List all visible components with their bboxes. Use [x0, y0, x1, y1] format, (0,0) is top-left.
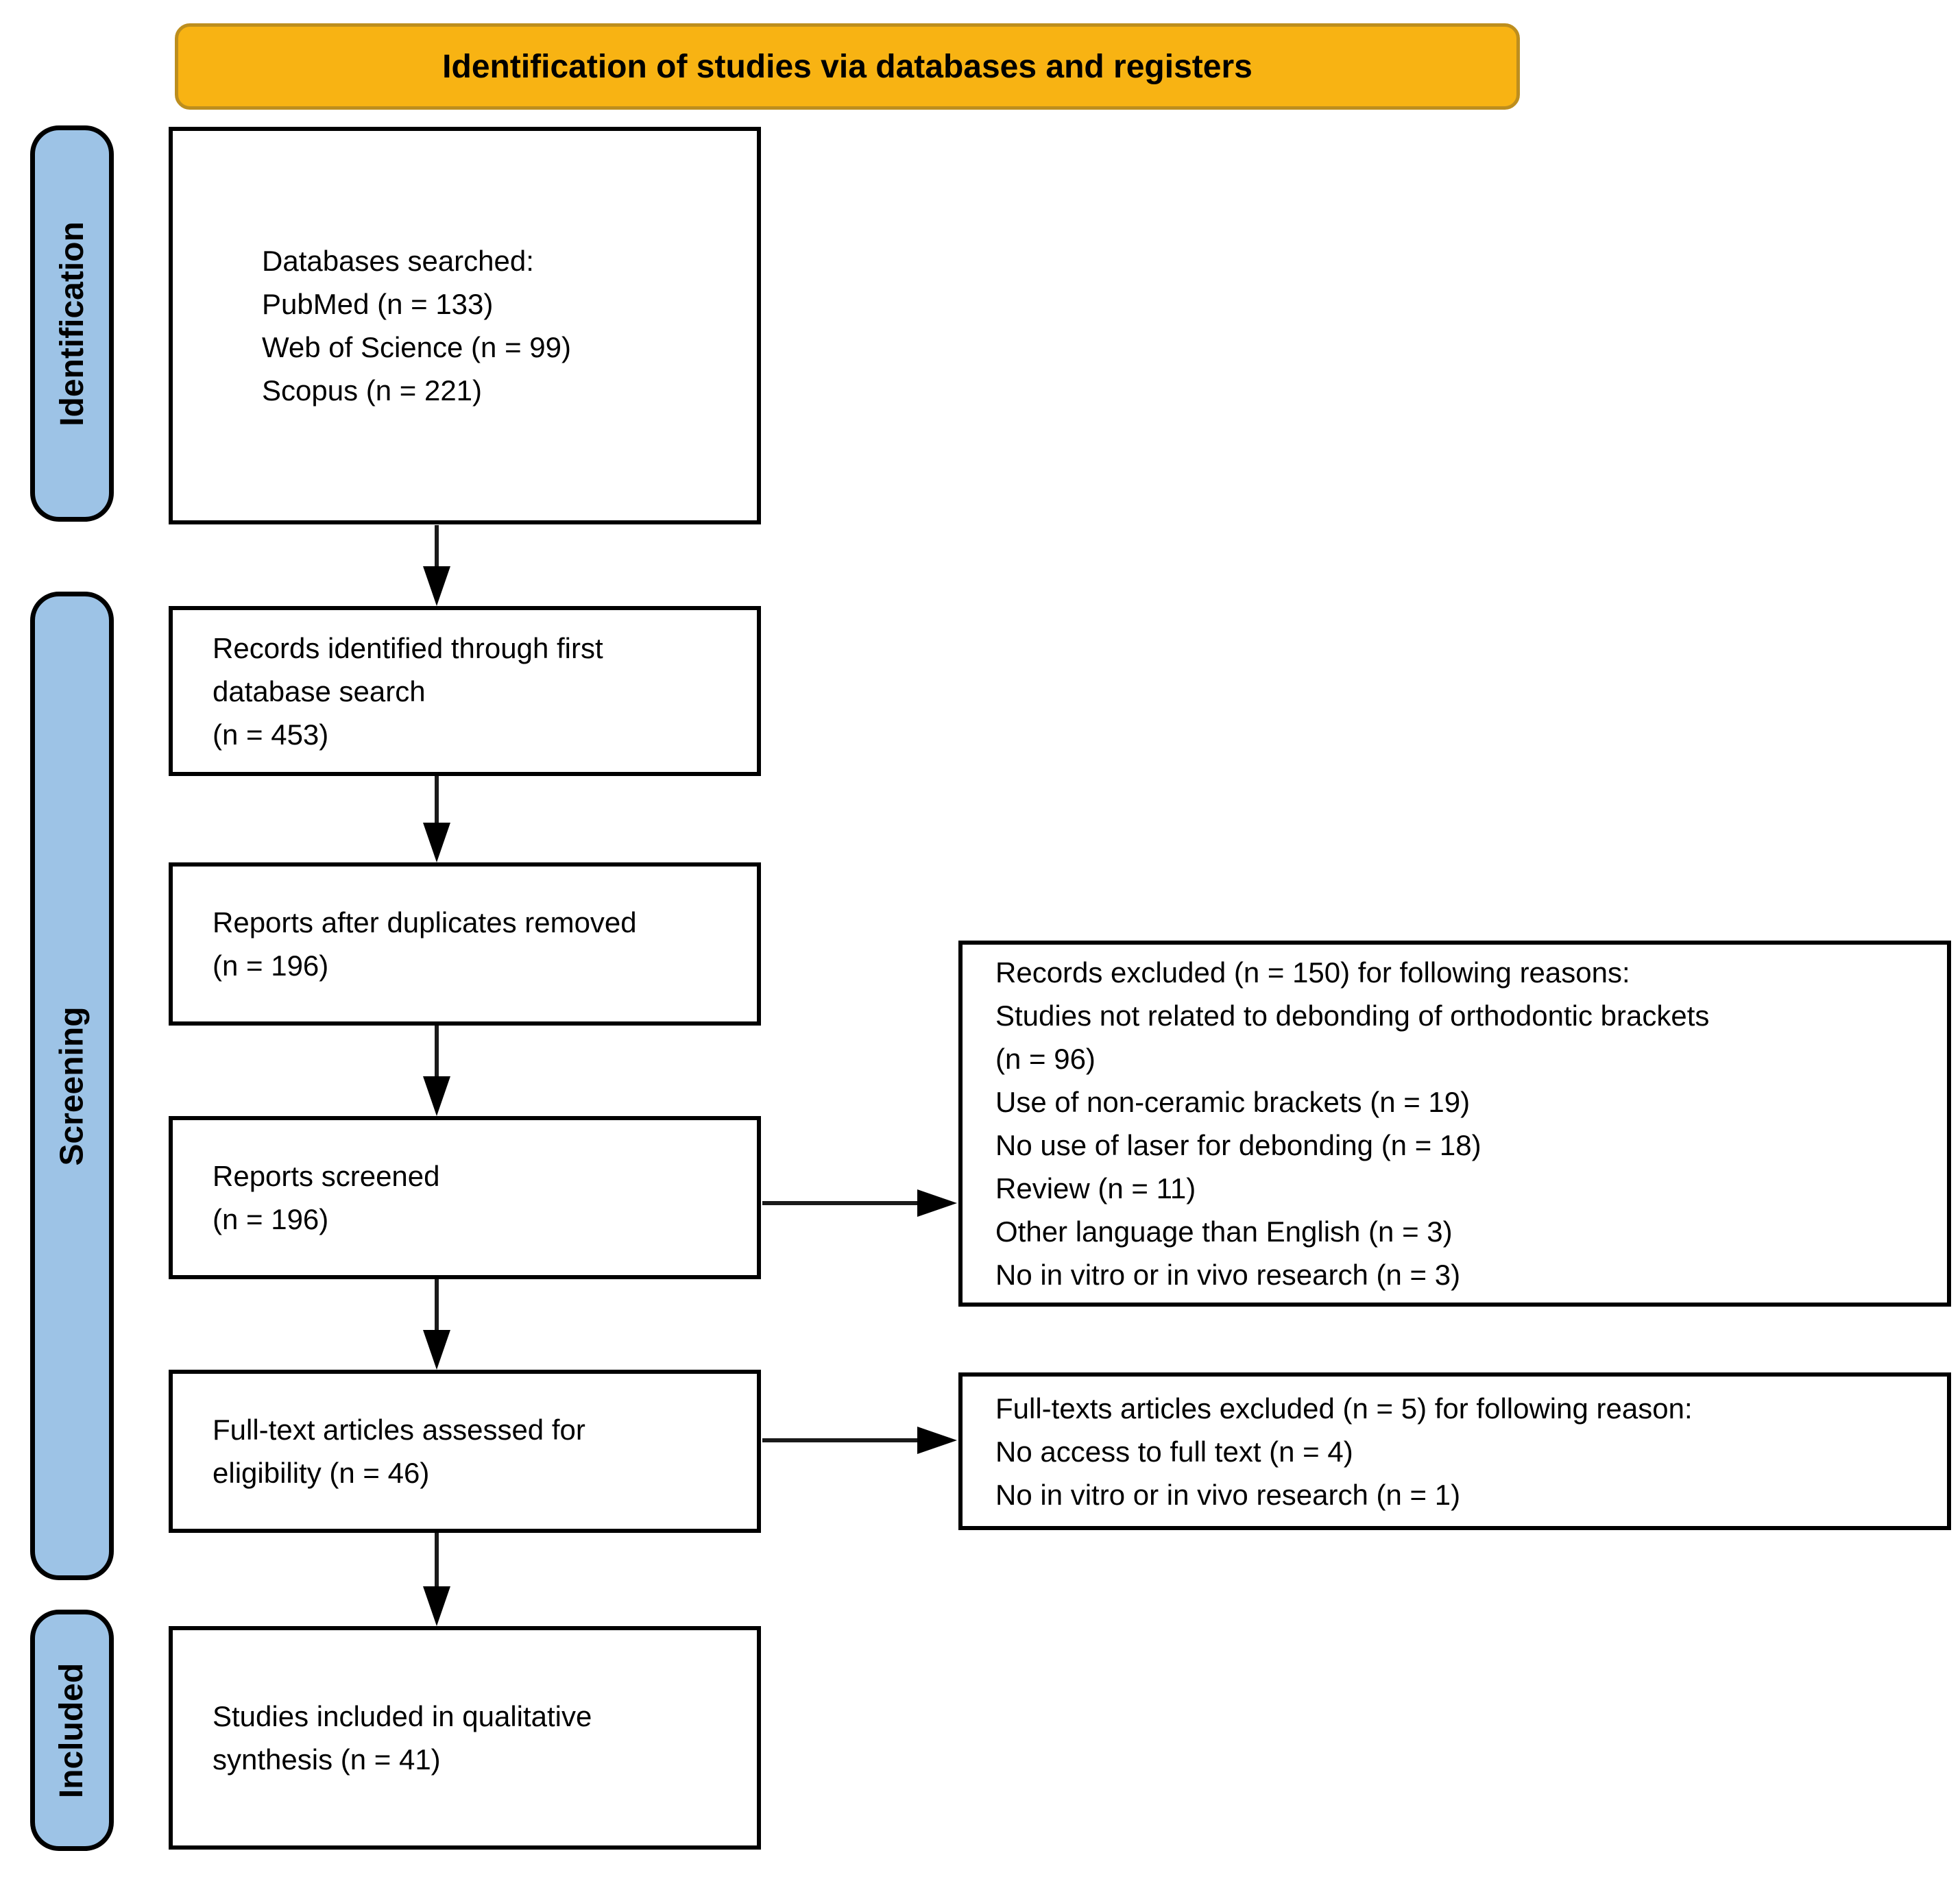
box-text-line: (n = 453)	[213, 718, 329, 751]
arrow-line	[435, 1026, 439, 1079]
box-text-line: (n = 196)	[213, 1203, 329, 1235]
box-text-line: PubMed (n = 133)	[262, 288, 494, 320]
arrow-head-right-icon	[917, 1427, 957, 1454]
arrow-line	[435, 525, 439, 569]
box-text-line: Reports after duplicates removed	[213, 906, 637, 938]
box-text-line: Use of non-ceramic brackets (n = 19)	[995, 1086, 1471, 1118]
box-databases-searched: Databases searched: PubMed (n = 133) Web…	[169, 127, 761, 524]
diagram-title: Identification of studies via databases …	[442, 48, 1253, 85]
arrow-line	[762, 1438, 920, 1442]
box-records-excluded: Records excluded (n = 150) for following…	[958, 941, 1951, 1307]
box-text-line: No access to full text (n = 4)	[995, 1435, 1353, 1468]
box-text-line: Other language than English (n = 3)	[995, 1215, 1453, 1248]
box-duplicates-removed: Reports after duplicates removed (n = 19…	[169, 862, 761, 1026]
box-fulltext-excluded: Full-texts articles excluded (n = 5) for…	[958, 1372, 1951, 1530]
box-records-identified: Records identified through first databas…	[169, 606, 761, 776]
box-reports-screened: Reports screened (n = 196)	[169, 1116, 761, 1279]
box-studies-included: Studies included in qualitative synthesi…	[169, 1626, 761, 1850]
box-text-line: Web of Science (n = 99)	[262, 331, 571, 363]
stage-label-identification: Identification	[30, 125, 114, 522]
arrow-head-down-icon	[423, 1076, 450, 1116]
arrow-head-down-icon	[423, 566, 450, 606]
arrow-line	[435, 776, 439, 825]
box-text-line: No in vitro or in vivo research (n = 3)	[995, 1259, 1461, 1291]
box-fulltext-assessed: Full-text articles assessed for eligibil…	[169, 1370, 761, 1533]
box-text-line: Studies included in qualitative	[213, 1700, 592, 1732]
box-text-line: Reports screened	[213, 1160, 440, 1192]
box-text-line: Full-texts articles excluded (n = 5) for…	[995, 1392, 1693, 1425]
stage-label-text: Identification	[53, 221, 90, 426]
box-text-line: Review (n = 11)	[995, 1172, 1196, 1204]
box-text-line: No in vitro or in vivo research (n = 1)	[995, 1478, 1461, 1511]
box-text-line: synthesis (n = 41)	[213, 1743, 441, 1776]
arrow-head-right-icon	[917, 1189, 957, 1217]
arrow-line	[435, 1533, 439, 1589]
box-text-line: Databases searched:	[262, 245, 534, 277]
box-text-line: (n = 96)	[995, 1043, 1096, 1075]
arrow-head-down-icon	[423, 823, 450, 862]
arrow-line	[435, 1279, 439, 1333]
box-text-line: database search	[213, 675, 426, 707]
arrow-head-down-icon	[423, 1330, 450, 1370]
box-text-line: Studies not related to debonding of orth…	[995, 1000, 1710, 1032]
stage-label-screening: Screening	[30, 592, 114, 1580]
box-text-line: Full-text articles assessed for	[213, 1414, 585, 1446]
box-text-line: Scopus (n = 221)	[262, 374, 483, 407]
box-text-line: Records identified through first	[213, 631, 603, 664]
arrow-line	[762, 1201, 920, 1205]
stage-label-included: Included	[30, 1610, 114, 1851]
box-text-line: eligibility (n = 46)	[213, 1457, 430, 1489]
box-text-line: Records excluded (n = 150) for following…	[995, 956, 1630, 989]
box-text-line: No use of laser for debonding (n = 18)	[995, 1129, 1481, 1161]
arrow-head-down-icon	[423, 1586, 450, 1626]
stage-label-text: Screening	[53, 1006, 90, 1166]
diagram-title-banner: Identification of studies via databases …	[175, 23, 1520, 110]
stage-label-text: Included	[53, 1662, 90, 1798]
box-text-line: (n = 196)	[213, 949, 329, 982]
